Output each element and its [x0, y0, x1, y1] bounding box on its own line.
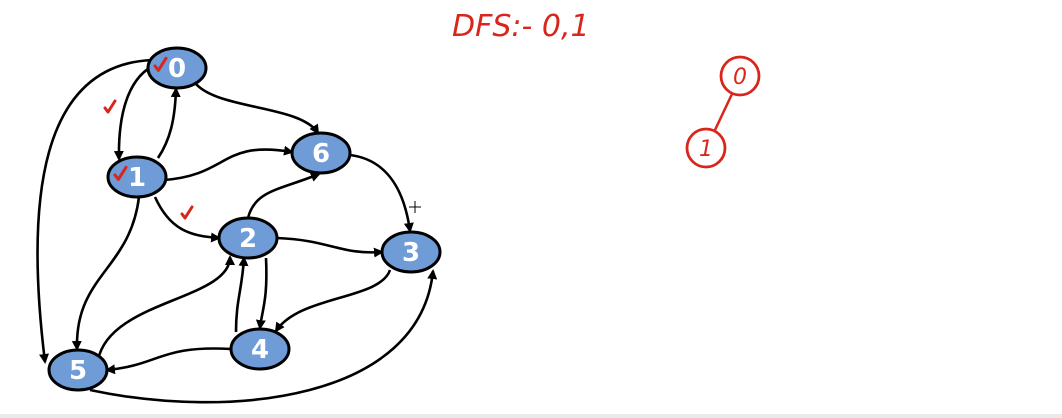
node-6-label: 6 — [312, 139, 330, 169]
node-1: 1 — [106, 155, 168, 199]
node-2-label: 2 — [239, 224, 257, 254]
edge-1-to-0 — [156, 87, 181, 159]
visit-checkmarks — [103, 56, 194, 220]
tree-node-0-label: 0 — [733, 65, 747, 90]
edge-6-to-3 — [349, 153, 414, 233]
node-0-ellipse — [146, 46, 208, 90]
node-2: 2 — [217, 216, 279, 260]
edge-0-to-5 — [36, 58, 153, 364]
node-0: 0 — [146, 46, 208, 90]
bottom-scroll-strip — [0, 414, 1062, 418]
graph-nodes: 0 1 2 3 4 5 6 — [47, 46, 442, 392]
edge-5-to-2 — [96, 255, 235, 361]
graph-edges — [36, 58, 438, 404]
node-6: 6 — [290, 131, 352, 175]
tree-node-0-circle — [719, 55, 761, 97]
tree-edge-t0-t1 — [713, 93, 734, 131]
edge-2-to-6 — [246, 172, 321, 219]
dfs-tree: 01 — [685, 55, 761, 169]
edge-1-to-5 — [71, 196, 141, 351]
node-1-ellipse — [106, 155, 168, 199]
node-6-ellipse — [290, 131, 352, 175]
edge-4-to-2 — [234, 256, 249, 333]
edge-3-to-4 — [274, 269, 392, 333]
dfs-note: DFS:- 0,1 — [452, 9, 590, 44]
node-5: 5 — [47, 348, 109, 392]
node-5-label: 5 — [69, 356, 87, 386]
node-1-visited-checkmark — [113, 165, 128, 181]
edge-4-to-5 — [105, 347, 232, 375]
cursor-crosshair-icon — [409, 201, 421, 213]
edge-1-to-6 — [163, 145, 294, 182]
tree-node-1-circle — [685, 127, 727, 169]
node-4: 4 — [229, 327, 291, 371]
node-3-label: 3 — [402, 238, 420, 268]
node-5-ellipse — [47, 348, 109, 392]
edge-1-to-2-checkmark — [180, 205, 194, 220]
node-3: 3 — [380, 230, 442, 274]
edge-0-to-1-checkmark — [103, 99, 117, 114]
node-4-label: 4 — [251, 335, 269, 365]
edge-0-to-6 — [195, 83, 320, 135]
node-2-ellipse — [217, 216, 279, 260]
edge-2-to-3 — [276, 236, 384, 258]
node-3-ellipse — [380, 230, 442, 274]
edge-1-to-2 — [153, 196, 221, 243]
tree-node-1-label: 1 — [699, 137, 713, 162]
edge-5-to-3 — [89, 269, 438, 404]
edge-2-to-4 — [255, 257, 268, 330]
node-0-visited-checkmark — [153, 56, 168, 72]
node-1-label: 1 — [128, 163, 146, 193]
node-0-label: 0 — [168, 54, 186, 84]
node-4-ellipse — [229, 327, 291, 371]
